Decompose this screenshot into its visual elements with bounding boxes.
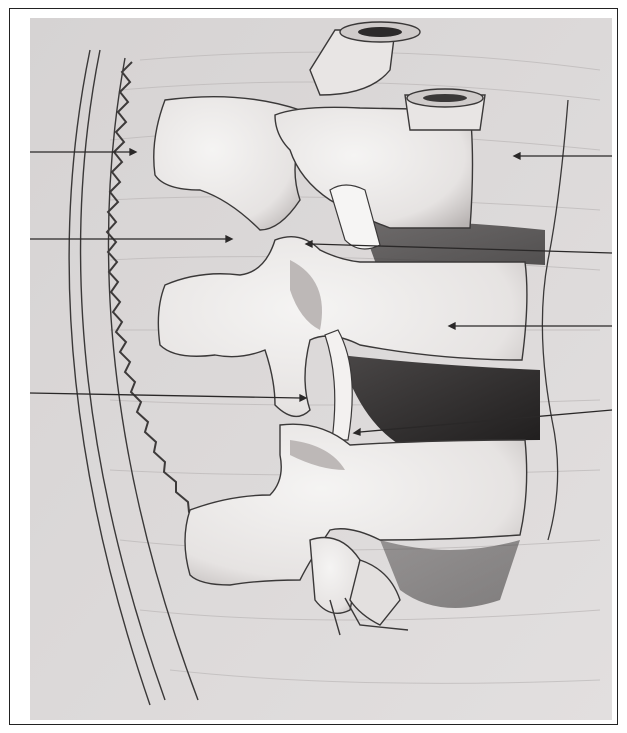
spine-illustration <box>0 0 627 733</box>
